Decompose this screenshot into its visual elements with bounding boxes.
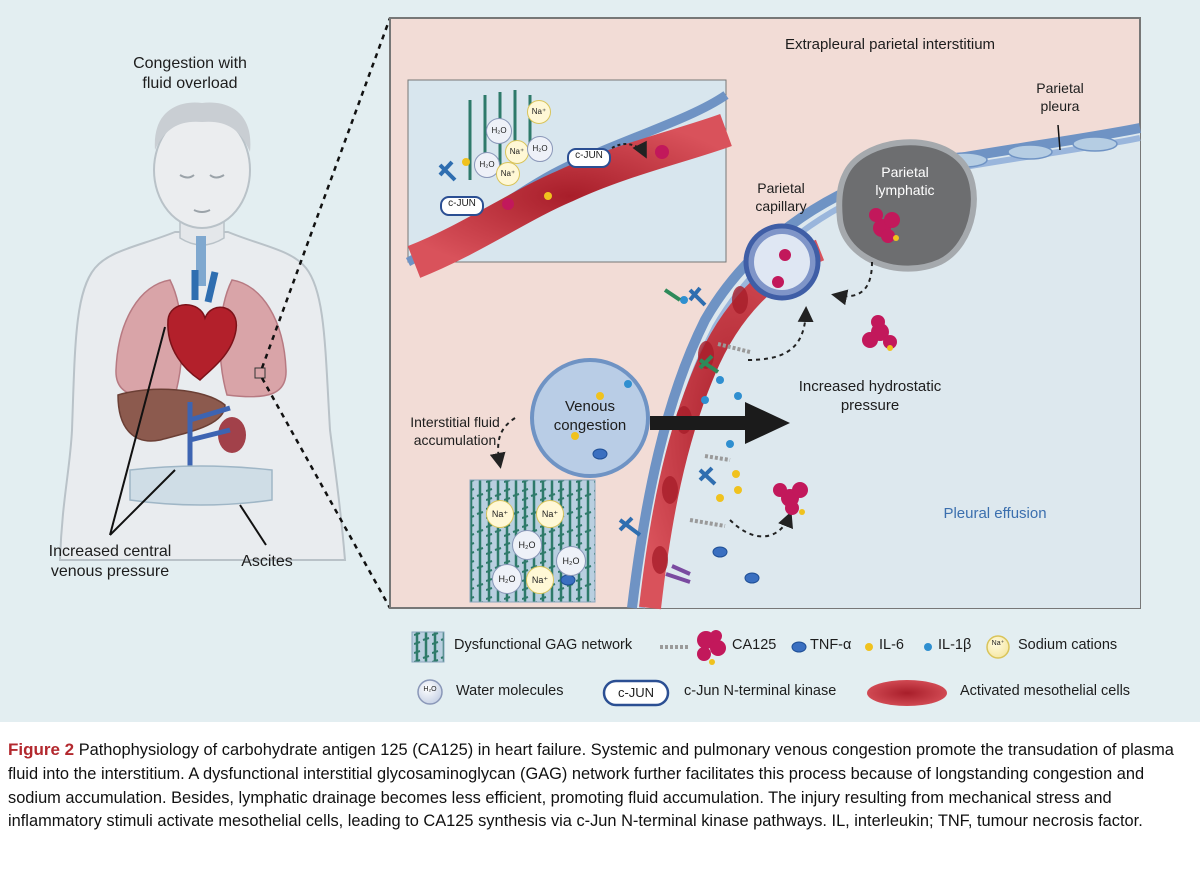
pathophysiology-illustration [58,17,1141,707]
zoom-line-top [260,17,392,369]
legend-gag: Dysfunctional GAG network [454,637,633,653]
venous-congestion-line1: Venous [564,398,616,415]
legend-ca125: CA125 [732,637,777,653]
cvp-line2: venous pressure [50,563,170,580]
parietal-capillary-line1: Parietal [757,180,805,196]
legend-sodium: Sodium cations [1018,637,1118,653]
legend-il1b: IL-1β [938,637,972,653]
caption-text: Pathophysiology of carbohydrate antigen … [8,741,1174,831]
legend-water: Water molecules [456,683,564,699]
sodium-cation-2: Na⁺ [527,100,551,124]
extrapleural-label: Extrapleural parietal interstitium [784,36,996,53]
congestion-title: Congestion with fluid overload [100,54,280,94]
cjun-badge-1: c-JUN [440,196,484,216]
legend-cjun-badge: c-JUN [617,685,655,700]
parietal-pleura-line1: Parietal [1036,80,1084,96]
parietal-capillary-label: Parietal capillary [740,180,822,215]
sodium-cation-3: Na⁺ [496,162,520,186]
congestion-title-line1: Congestion with [133,55,247,72]
congestion-title-line2: fluid overload [142,75,238,92]
pleural-effusion-label: Pleural effusion [943,505,1047,522]
water-molecule-6: H₂O [492,564,522,594]
body-figure [58,102,347,561]
sodium-cation-1: Na⁺ [505,140,529,164]
sodium-cation-5: Na⁺ [536,500,564,528]
sodium-cation-6: Na⁺ [526,566,554,594]
venous-congestion-line2: congestion [553,416,627,434]
central-venous-pressure-label: Increased central venous pressure [30,542,190,582]
water-molecule-4: H₂O [512,530,542,560]
interstitial-line1: Interstitial fluid [410,414,500,430]
cjun-badge-2: c-JUN [567,148,611,168]
venous-congestion-label: Venous congestion [545,398,635,436]
legend-h2o-icon: H₂O [423,686,437,693]
parietal-lymphatic-line2: lymphatic [875,181,935,198]
water-molecule-5: H₂O [556,546,586,576]
legend-na-icon: Na⁺ [991,640,1005,647]
ascites-label: Ascites [241,553,293,570]
parietal-pleura-label: Parietal pleura [1020,80,1100,115]
parietal-capillary-line2: capillary [755,197,807,214]
interstitial-fluid-label: Interstitial fluid accumulation [395,414,515,449]
detail-panel [389,17,1141,610]
sodium-cation-4: Na⁺ [486,500,514,528]
water-molecule-1: H₂O [486,118,512,144]
legend-mesothelial: Activated mesothelial cells [960,683,1131,699]
legend-tnf: TNF-α [810,637,852,653]
hydrostatic-pressure-label: Increased hydrostatic pressure [770,378,970,416]
interstitial-line2: accumulation [413,431,497,448]
figure-caption: Figure 2 Pathophysiology of carbohydrate… [8,738,1192,834]
parietal-pleura-line2: pleura [1040,97,1080,114]
figure-area: Congestion with fluid overload Increased… [0,0,1200,722]
zoom-line-bottom [260,377,392,609]
parietal-lymphatic-label: Parietal lymphatic [860,164,950,199]
hydrostatic-line1: Increased hydrostatic [798,378,942,395]
water-molecule-3: H₂O [527,136,553,162]
caption-label: Figure 2 [8,740,75,759]
parietal-lymphatic-line1: Parietal [881,164,929,180]
legend-il6: IL-6 [879,637,904,653]
legend-icons [411,630,1010,707]
water-molecule-2: H₂O [474,152,500,178]
cvp-line1: Increased central [48,543,172,560]
hydrostatic-line2: pressure [840,396,900,414]
legend-cjun: c-Jun N-terminal kinase [684,683,837,699]
